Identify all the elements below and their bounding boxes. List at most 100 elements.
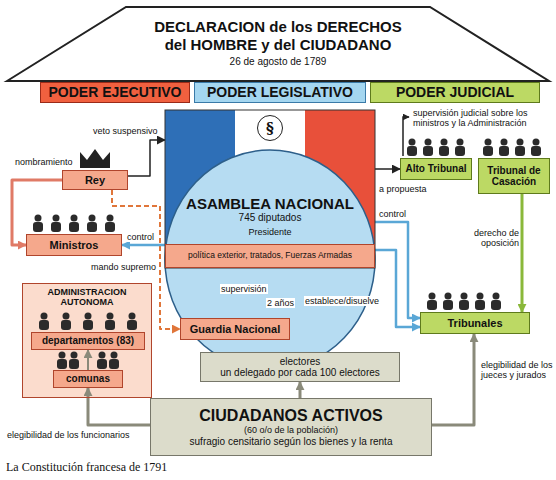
edge-label: mando supremo <box>90 262 157 272</box>
node-text: un delegado por cada 100 electores <box>220 367 380 379</box>
node-title: ADMINISTRACION AUTONOMA <box>25 287 149 308</box>
node-title: PODER EJECUTIVO <box>48 84 181 100</box>
member-head <box>41 313 48 320</box>
member-head <box>501 139 508 146</box>
member-head <box>533 139 540 146</box>
edge-label: a propuesta <box>378 184 428 194</box>
administration-box: ADMINISTRACION AUTONOMA departamentos (83… <box>22 283 152 398</box>
member-head <box>89 215 96 222</box>
member-head <box>111 352 118 359</box>
member-head <box>441 139 448 146</box>
member-head <box>107 215 114 222</box>
power-banner: PODER LEGISLATIVO <box>194 82 366 103</box>
member-body <box>105 222 115 232</box>
member-head <box>71 352 78 359</box>
member-body <box>83 320 93 330</box>
node-title: Rey <box>85 174 105 187</box>
court-box: Tribunal de Casación <box>478 158 550 194</box>
member-head <box>409 139 416 146</box>
member-body <box>483 146 493 156</box>
pediment: DECLARACION de los DERECHOS del HOMBRE y… <box>6 2 550 82</box>
electors-box: electoresun delegado por cada 100 electo… <box>200 352 400 382</box>
member-head <box>71 215 78 222</box>
connector-arrow <box>128 140 165 176</box>
connector-arrow <box>375 250 420 327</box>
edge-label: supervisión <box>220 284 268 294</box>
node-title: DECLARACION de los DERECHOS del HOMBRE y… <box>147 18 409 54</box>
edge-label: elegibilidad de los jueces y jurados <box>480 360 554 381</box>
crown-symbol <box>80 149 110 168</box>
node-title: Guardia Nacional <box>190 323 280 336</box>
edge-label: 2 años <box>266 298 295 308</box>
connector-arrow <box>432 334 474 425</box>
member-body <box>475 300 485 310</box>
ministers-box: Ministros <box>26 234 122 256</box>
member-head <box>517 139 524 146</box>
edge-label: control <box>126 232 155 242</box>
edge-label: control <box>378 209 407 219</box>
node-title: PODER LEGISLATIVO <box>207 84 353 100</box>
member-body <box>515 146 525 156</box>
member-head <box>63 313 70 320</box>
member-body <box>39 320 49 330</box>
departments-box: departamentos (83) <box>31 332 145 350</box>
member-body <box>491 300 501 310</box>
member-head <box>53 215 60 222</box>
node-title: política exterior, tratados, Fuerzas Arm… <box>188 251 352 261</box>
edge-label: elegibilidad de los funcionarios <box>6 430 148 440</box>
edge-label: derecho de oposición <box>446 228 520 249</box>
member-head <box>107 313 114 320</box>
policy-band: política exterior, tratados, Fuerzas Arm… <box>165 244 375 268</box>
citizens-box: CIUDADANOS ACTIVOS(60 o/o de la població… <box>150 398 432 456</box>
member-body <box>407 146 417 156</box>
assembly-hemicycle: §ASAMBLEA NACIONAL745 diputadosPresident… <box>165 110 375 268</box>
member-body <box>69 359 79 369</box>
power-banner: PODER EJECUTIVO <box>40 82 190 103</box>
node-title: comunas <box>66 373 110 385</box>
court-box: Alto Tribunal <box>400 158 472 180</box>
node-text: ASAMBLEA NACIONAL <box>165 195 375 212</box>
member-body <box>427 300 437 310</box>
member-body <box>109 359 119 369</box>
connector-arrow <box>88 388 150 425</box>
member-body <box>455 146 465 156</box>
member-head <box>485 139 492 146</box>
node-title: departamentos (83) <box>42 335 134 347</box>
power-banner: PODER JUDICIAL <box>370 82 540 103</box>
member-head <box>35 215 42 222</box>
member-head <box>59 352 66 359</box>
connector-arrow <box>521 194 524 312</box>
member-head <box>425 139 432 146</box>
connector-arrow <box>375 168 400 170</box>
caption: La Constitución francesa de 1791 <box>6 460 167 475</box>
connector-arrow <box>299 382 302 398</box>
member-head <box>129 313 136 320</box>
admin-ground <box>22 283 152 398</box>
member-body <box>459 300 469 310</box>
member-head <box>445 293 452 300</box>
member-head <box>99 352 106 359</box>
member-head <box>85 313 92 320</box>
member-head <box>429 293 436 300</box>
member-body <box>443 300 453 310</box>
node-text: (60 o/o de la población) <box>244 425 338 435</box>
node-title: Tribunales <box>447 317 502 330</box>
member-head <box>457 139 464 146</box>
member-body <box>499 146 509 156</box>
member-body <box>531 146 541 156</box>
member-body <box>127 320 137 330</box>
member-head <box>461 293 468 300</box>
node-title: CIUDADANOS ACTIVOS <box>199 407 382 425</box>
member-body <box>423 146 433 156</box>
member-body <box>87 222 97 232</box>
note-label: supervisión judicial sobre los ministros… <box>412 108 552 129</box>
node-title: Ministros <box>50 239 99 252</box>
node-text: sufragio censitario según los bienes y l… <box>190 436 393 448</box>
member-body <box>69 222 79 232</box>
connector-arrow <box>375 222 420 318</box>
node-text: Presidente <box>165 227 375 237</box>
node-title: Tribunal de Casación <box>479 165 549 188</box>
node-title: PODER JUDICIAL <box>396 84 514 100</box>
member-body <box>57 359 67 369</box>
